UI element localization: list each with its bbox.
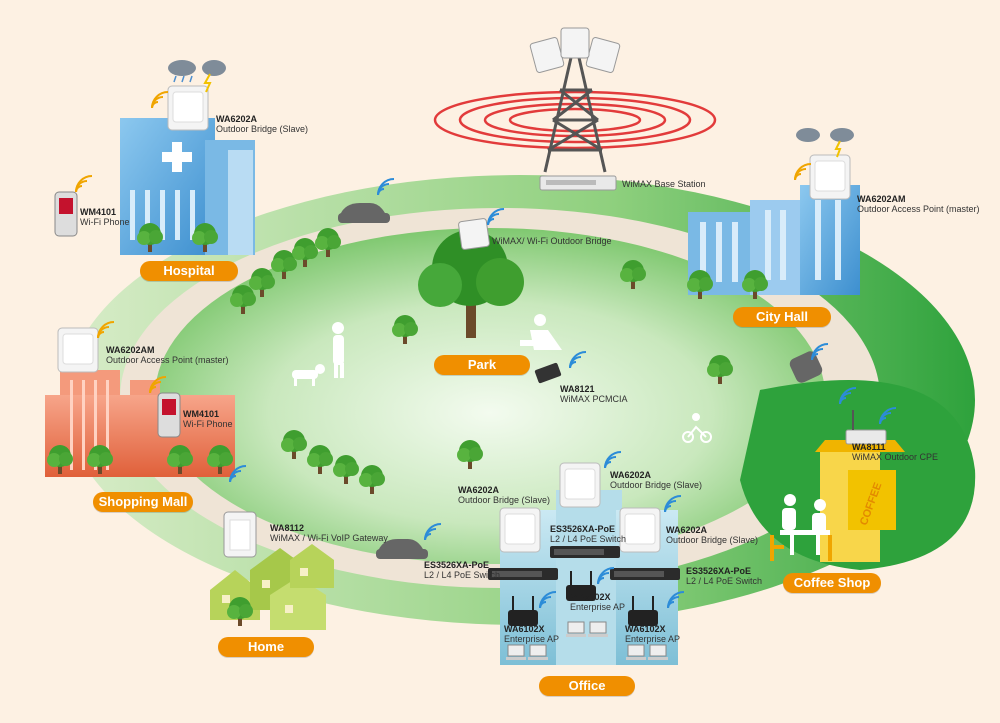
device-desc: Wi-Fi Phone <box>183 419 233 429</box>
device-desc: WiMAX PCMCIA <box>560 394 628 404</box>
device-model: WA6202AM <box>857 194 906 204</box>
park-bridge-label: WiMAX/ Wi-Fi Outdoor Bridge <box>492 236 612 246</box>
device-model: WA8111 <box>852 442 886 452</box>
reading-person-icon <box>520 314 562 350</box>
device-desc: L2 / L4 PoE Switch <box>686 576 763 586</box>
park-big-tree <box>418 230 524 338</box>
hospital-phone-icon <box>54 191 78 237</box>
device-desc: WiMAX Outdoor CPE <box>852 452 939 462</box>
dog-icon <box>292 364 325 386</box>
device-model: WA6202A <box>216 114 258 124</box>
park-bridge-icon <box>458 218 490 250</box>
device-model: ES3526XA-PoE <box>550 524 616 534</box>
device-desc: Enterprise AP <box>570 602 626 612</box>
city-hall-ap-icon <box>809 154 851 200</box>
office-switch-mid-icon <box>550 546 620 558</box>
shopping-mall-building <box>45 370 235 477</box>
cyclist-icon <box>682 413 712 443</box>
mall-ap-icon <box>57 327 99 373</box>
device-desc: Outdoor Bridge (Slave) <box>666 535 759 545</box>
device-model: WA8121 <box>560 384 595 394</box>
device-model: ES3526XA-PoE <box>686 566 752 576</box>
park-person-icon <box>332 322 344 378</box>
device-model: WA6202A <box>458 485 500 495</box>
wimax-tower <box>433 27 717 173</box>
device-desc: Enterprise AP <box>625 634 681 644</box>
office-bridge-left-icon <box>499 507 541 553</box>
location-label-shopping-mall: Shopping Mall <box>93 492 193 512</box>
device-desc: Wi-Fi Phone <box>80 217 130 227</box>
device-desc: Outdoor Bridge (Slave) <box>458 495 551 505</box>
city-hall-building <box>688 185 860 295</box>
coffee-chair-icon <box>770 535 832 561</box>
office-bridge-mid-icon <box>559 462 601 508</box>
device-model: ES3526XA-PoE <box>424 560 490 570</box>
storm-cloud-icon <box>796 128 854 158</box>
location-label-coffee-shop: Coffee Shop <box>783 573 881 593</box>
location-label-home: Home <box>218 637 314 657</box>
hospital-bridge-icon <box>167 85 209 131</box>
device-desc: WiMAX / Wi-Fi VoIP Gateway <box>270 533 388 543</box>
base-station-label: WiMAX Base Station <box>622 179 706 189</box>
device-desc: WiMAX/ Wi-Fi Outdoor Bridge <box>492 236 612 246</box>
device-model: WA6202AM <box>106 345 155 355</box>
device-desc: L2 / L4 PoE Switch <box>424 570 501 580</box>
location-label-hospital: Hospital <box>140 261 238 281</box>
coffee-table-people-icon <box>780 494 830 555</box>
coffee-shop-kiosk <box>815 440 905 562</box>
device-desc: Enterprise AP <box>504 634 560 644</box>
location-label-park: Park <box>434 355 530 375</box>
car-icon <box>376 539 428 559</box>
device-desc: WiMAX Base Station <box>622 179 706 189</box>
device-desc: Outdoor Bridge (Slave) <box>216 124 309 134</box>
storm-cloud-icon <box>168 60 226 93</box>
device-desc: Outdoor Access Point (master) <box>106 355 229 365</box>
device-desc: Outdoor Bridge (Slave) <box>610 480 703 490</box>
device-model: WM4101 <box>183 409 220 419</box>
coffee-unit-icon <box>845 410 887 445</box>
device-model: WA6202A <box>666 525 708 535</box>
device-model: WA8112 <box>270 523 305 533</box>
location-label-city-hall: City Hall <box>733 307 831 327</box>
device-model: WM4101 <box>80 207 117 217</box>
base-station-unit <box>539 175 617 191</box>
device-model: WA6102X <box>625 624 666 634</box>
car-icon <box>338 203 390 223</box>
device-model: WA6202A <box>610 470 652 480</box>
location-label-office: Office <box>539 676 635 696</box>
device-model: WA6102X <box>570 592 611 602</box>
car-icon <box>789 351 823 383</box>
home-gateway-icon <box>223 511 257 558</box>
park-area <box>155 228 825 564</box>
office-switch-right-icon <box>610 568 680 580</box>
device-desc: L2 / L4 PoE Switch <box>550 534 627 544</box>
device-model: WA6102X <box>504 624 545 634</box>
laptop-card-icon <box>534 362 562 384</box>
device-desc: Outdoor Access Point (master) <box>857 204 980 214</box>
mall-phone-icon <box>157 392 181 438</box>
